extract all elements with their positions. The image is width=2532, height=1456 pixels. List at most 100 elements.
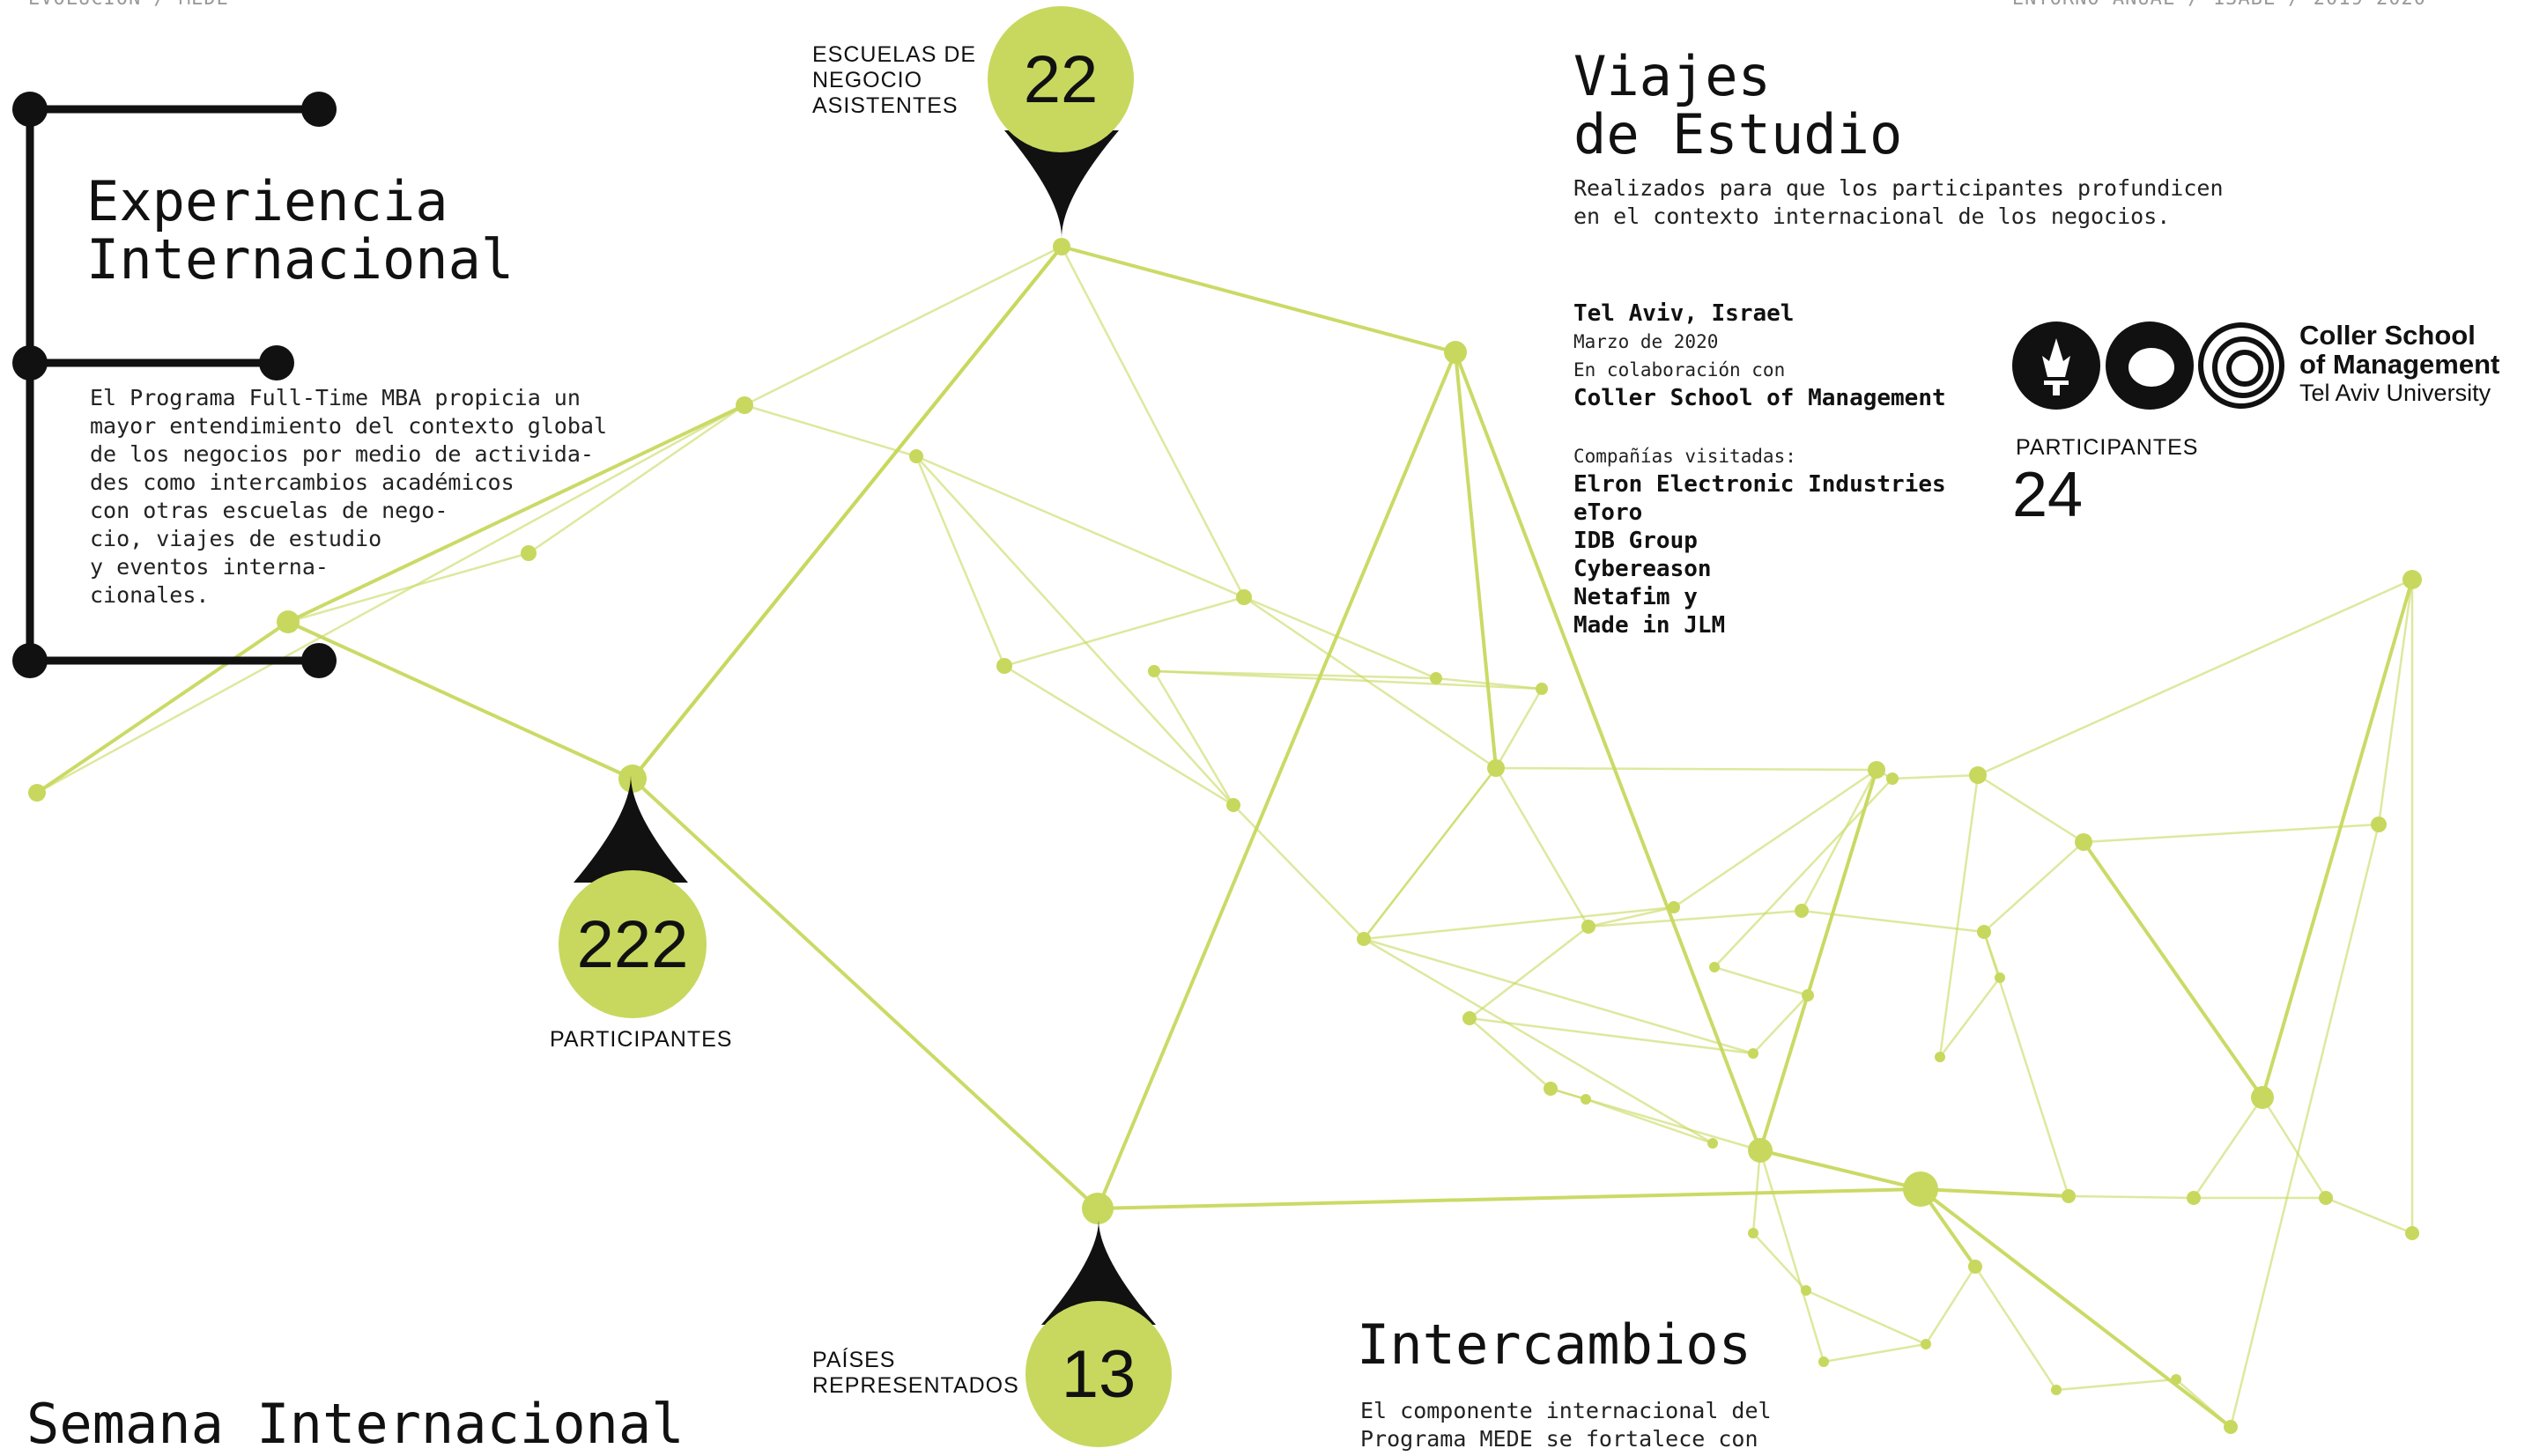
- network-edge: [1152, 670, 1235, 806]
- network-node: [2171, 1374, 2181, 1385]
- experiencia-body-line: y eventos interna-: [90, 554, 329, 580]
- viajes-title: Viajes de Estudio: [1573, 48, 1902, 164]
- network-edge: [1752, 1232, 1807, 1291]
- viajes-subtitle: Realizados para que los participantes pr…: [1573, 174, 2224, 231]
- company-item: IDB Group: [1573, 528, 1698, 554]
- network-edge: [1982, 931, 2002, 979]
- network-edge: [1977, 578, 2413, 777]
- network-edge: [914, 455, 1006, 667]
- network-edge: [1243, 595, 1497, 770]
- network-edge: [1806, 769, 1878, 996]
- network-node: [2187, 1191, 2201, 1205]
- participantes-bubble: 222: [559, 870, 707, 1018]
- network-edge: [1920, 1187, 2069, 1198]
- network-edge: [35, 620, 290, 795]
- network-node: [2405, 1226, 2419, 1240]
- network-edge: [631, 245, 1063, 780]
- coller-logo-text: Coller School of Management Tel Aviv Uni…: [2299, 321, 2499, 408]
- network-node: [2319, 1191, 2333, 1205]
- network-edge: [1805, 1289, 1927, 1346]
- network-edge: [915, 455, 1245, 599]
- network-edge: [2325, 1196, 2413, 1235]
- network-edge: [1714, 778, 1893, 968]
- network-node: [1968, 1260, 1982, 1274]
- network-edge: [2229, 824, 2380, 1428]
- network-node: [1969, 766, 1987, 784]
- network-node: [1430, 672, 1442, 684]
- experiencia-body-line: des como intercambios académicos: [90, 469, 515, 495]
- network-node: [1818, 1356, 1829, 1367]
- network-node: [1709, 962, 1720, 972]
- network-edge: [1243, 595, 1437, 680]
- network-node: [1148, 665, 1160, 677]
- network-edge: [1003, 595, 1245, 668]
- network-edge: [1494, 688, 1544, 769]
- company-item: Elron Electronic Industries: [1573, 471, 1946, 498]
- network-node: [2402, 570, 2422, 589]
- escuelas-label: ESCUELAS DE NEGOCIO ASISTENTES: [812, 42, 976, 119]
- paises-label: PAÍSES REPRESENTADOS: [812, 1348, 1019, 1399]
- network-node: [1462, 1011, 1477, 1025]
- network-edge: [1800, 769, 1878, 912]
- pin-paises-drop: [1041, 1220, 1156, 1325]
- logo-line2: of Management: [2299, 349, 2500, 380]
- network-edge: [744, 245, 1062, 407]
- network-edge: [2082, 840, 2264, 1099]
- network-node: [1444, 341, 1467, 364]
- network-edge: [1454, 351, 1498, 769]
- logo-line3: Tel Aviv University: [2299, 380, 2491, 406]
- network-nodes: [28, 238, 2422, 1434]
- coller-school-logo-icon: [2012, 322, 2284, 410]
- network-node: [1995, 972, 2005, 983]
- experiencia-title-line2: Internacional: [86, 227, 515, 292]
- network-node: [1795, 904, 1809, 918]
- network-lines: [35, 245, 2414, 1429]
- network-edge: [1973, 1266, 2058, 1391]
- network-edge: [1363, 937, 1754, 1055]
- network-node: [1868, 761, 1885, 779]
- network-node: [28, 784, 46, 802]
- trip-date: Marzo de 2020: [1573, 331, 1719, 352]
- experiencia-body-line: mayor entendimiento del contexto global: [90, 413, 607, 439]
- company-item: Netafim y: [1573, 584, 1698, 610]
- viajes-participants-value: 24: [2012, 460, 2084, 530]
- escuelas-label-line: ASISTENTES: [812, 93, 959, 118]
- breadcrumb-right: ENTORNO ANUAL / 13ABL / 2019-2020: [2012, 0, 2426, 10]
- network-edge: [915, 455, 1234, 806]
- network-edge: [1233, 804, 1365, 940]
- network-node: [1921, 1339, 1931, 1349]
- escuelas-bubble: 22: [988, 6, 1134, 152]
- network-edge: [1435, 676, 1543, 691]
- network-edge: [1823, 1342, 1927, 1364]
- network-node: [1886, 772, 1899, 785]
- experiencia-title-line1: Experiencia: [86, 169, 448, 233]
- network-edge: [1363, 767, 1497, 940]
- escuelas-label-line: ESCUELAS DE: [812, 42, 977, 67]
- network-edge: [1003, 664, 1234, 807]
- network-node: [1082, 1193, 1114, 1224]
- network-edge: [1714, 965, 1809, 997]
- experiencia-body-line: cio, viajes de estudio: [90, 526, 382, 551]
- experiencia-body-line: con otras escuelas de nego-: [90, 498, 448, 523]
- network-edge: [1469, 1017, 1551, 1090]
- pin-escuelas-drop: [1004, 130, 1119, 238]
- participantes-label: PARTICIPANTES: [550, 1027, 733, 1052]
- network-node: [1226, 798, 1240, 812]
- network-node: [2062, 1189, 2076, 1203]
- network-edge: [36, 403, 745, 795]
- network-edge: [2068, 1194, 2195, 1200]
- network-node: [1536, 683, 1548, 695]
- viajes-title-line2: de Estudio: [1573, 102, 1903, 166]
- network-edge: [1363, 905, 1675, 941]
- intercambios-title: Intercambios: [1357, 1312, 1751, 1377]
- network-edge: [528, 403, 745, 555]
- network-node: [1668, 901, 1680, 913]
- network-node: [1053, 238, 1070, 255]
- network-edge: [1469, 926, 1589, 1019]
- network-edge: [1469, 1016, 1754, 1055]
- network-edge: [1938, 774, 1980, 1058]
- breadcrumb-left: EVOLUCIÓN / MEDE: [28, 0, 229, 10]
- bracket-e-graphic: [12, 92, 337, 678]
- network-node: [1581, 1094, 1591, 1105]
- network-node: [1748, 1048, 1758, 1059]
